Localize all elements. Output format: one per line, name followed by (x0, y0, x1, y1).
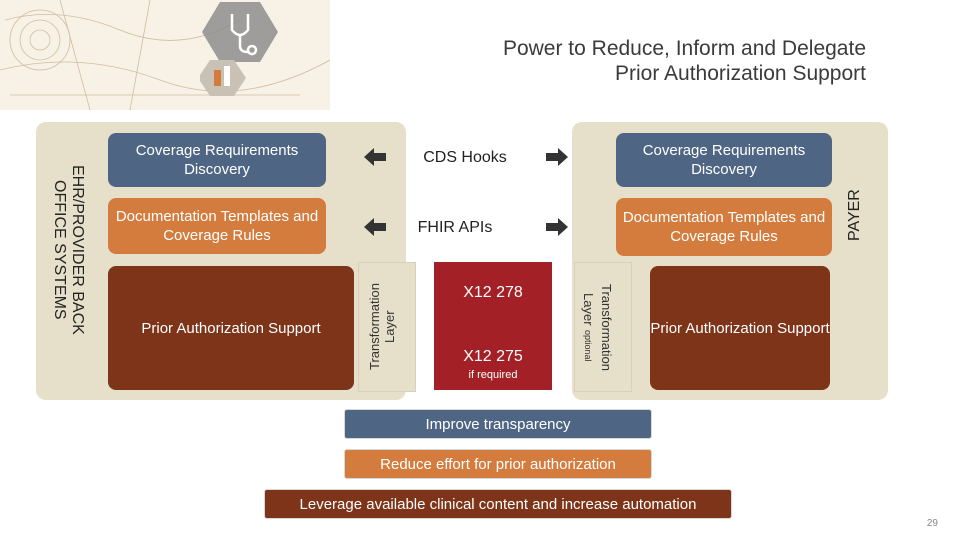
transformation-layer-left: Transformation Layer (358, 262, 416, 392)
arrow-left-icon (364, 218, 386, 236)
x12-block: X12 278 X12 275 if required (434, 262, 552, 390)
provider-crd-box: Coverage Requirements Discovery (108, 133, 326, 187)
provider-pas-box: Prior Authorization Support (108, 266, 354, 390)
cds-hooks-label: CDS Hooks (423, 149, 507, 166)
stethoscope-icon (230, 14, 258, 56)
payer-crd-box: Coverage Requirements Discovery (616, 133, 832, 187)
transformation-layer-left-label: Transformation Layer (367, 283, 397, 371)
arrow-right-icon (546, 148, 568, 166)
arrow-left-icon (364, 148, 386, 166)
hexagon-icons (200, 2, 278, 96)
fhir-apis-label: FHIR APIs (417, 219, 493, 236)
title-line-2: Prior Authorization Support (615, 62, 866, 85)
provider-side-label: EHR/PROVIDER BACK OFFICE SYSTEMS (51, 165, 86, 335)
reduce-effort-bar: Reduce effort for prior authorization (344, 449, 652, 479)
x12-275-note: if required (468, 369, 518, 381)
transformation-layer-right-label: Transformation Layer optional (579, 267, 615, 387)
payer-pas-box: Prior Authorization Support (650, 266, 830, 390)
transformation-layer-right-text: Transformation Layer (581, 283, 614, 371)
x12-275-label: X12 275 (463, 348, 523, 365)
payer-dtr-box: Documentation Templates and Coverage Rul… (616, 198, 832, 256)
document-icon (214, 66, 230, 86)
page-number: 29 (926, 518, 938, 529)
arrow-right-icon (546, 218, 568, 236)
background-sketch (0, 0, 330, 110)
slide-title: Power to Reduce, Inform and Delegate Pri… (380, 36, 866, 86)
title-line-1: Power to Reduce, Inform and Delegate (502, 37, 866, 60)
provider-dtr-box: Documentation Templates and Coverage Rul… (108, 198, 326, 254)
transformation-optional-note: optional (583, 329, 593, 362)
x12-278-label: X12 278 (463, 284, 523, 301)
leverage-content-bar: Leverage available clinical content and … (264, 489, 732, 519)
transformation-layer-right: Transformation Layer optional (574, 262, 632, 392)
improve-transparency-bar: Improve transparency (344, 409, 652, 439)
payer-side-label: PAYER (846, 189, 863, 241)
